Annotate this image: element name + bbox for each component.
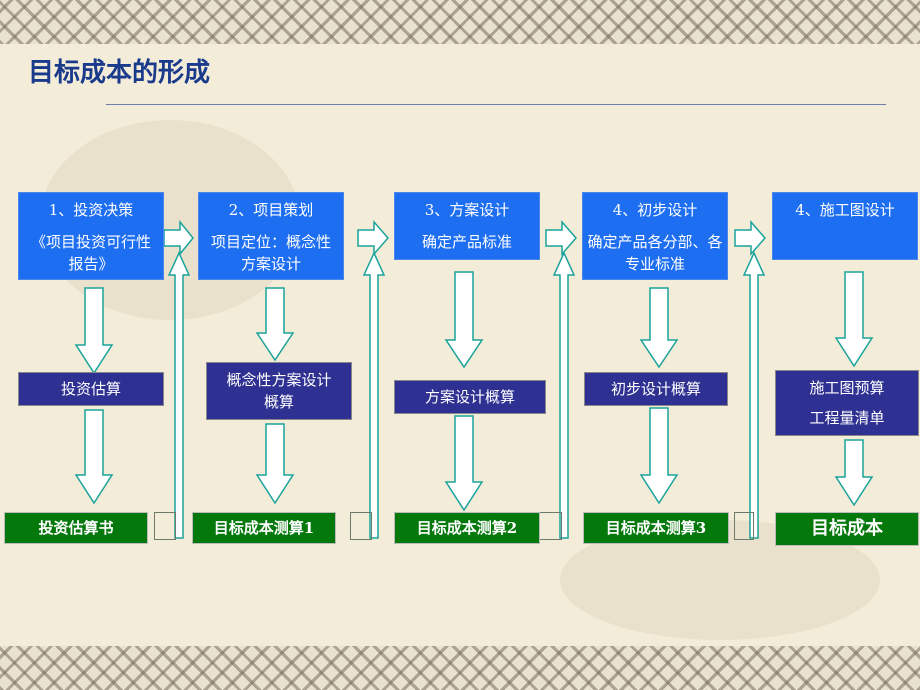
stage-description: 项目定位：概念性方案设计 <box>210 233 331 273</box>
slide-title: 目标成本的形成 <box>28 58 211 88</box>
stage-box-project-planning: 2、项目策划 项目定位：概念性方案设计 <box>198 192 344 280</box>
estimate-line: 投资估算 <box>60 380 121 398</box>
result-box-investment-report: 投资估算书 <box>4 512 148 544</box>
estimate-box-scheme: 方案设计概算 <box>394 380 546 414</box>
estimate-box-construction: 施工图预算 工程量清单 <box>775 370 919 436</box>
stage-description: 确定产品各分部、各专业标准 <box>587 233 723 273</box>
decorative-bottom-border <box>0 646 920 690</box>
result-label: 目标成本测算3 <box>605 519 707 537</box>
down-arrow <box>255 287 295 362</box>
right-arrow <box>163 219 194 257</box>
estimate-line: 概算 <box>263 393 294 411</box>
stage-step-label: 1、投资决策 <box>48 201 134 219</box>
stage-box-scheme-design: 3、方案设计 确定产品标准 <box>394 192 540 260</box>
result-box-target-cost-2: 目标成本测算2 <box>394 512 540 544</box>
result-box-target-cost-1: 目标成本测算1 <box>192 512 336 544</box>
title-underline <box>106 104 886 105</box>
estimate-line: 概念性方案设计 <box>226 371 332 389</box>
result-box-target-cost-3: 目标成本测算3 <box>583 512 729 544</box>
down-arrow <box>639 407 679 505</box>
down-arrow <box>639 287 679 369</box>
down-arrow <box>74 409 114 505</box>
result-label: 目标成本测算2 <box>416 519 518 537</box>
result-label: 投资估算书 <box>38 519 114 537</box>
estimate-box-investment: 投资估算 <box>18 372 164 406</box>
estimate-box-preliminary: 初步设计概算 <box>584 372 728 406</box>
result-label: 目标成本测算1 <box>213 519 315 537</box>
estimate-line: 施工图预算 <box>809 379 885 397</box>
connector-bracket <box>154 512 176 540</box>
connector-bracket <box>350 512 372 540</box>
up-arrow <box>167 251 191 539</box>
stage-step-label: 3、方案设计 <box>424 201 510 219</box>
estimate-line: 方案设计概算 <box>424 388 515 406</box>
right-arrow <box>545 220 577 256</box>
stage-box-preliminary-design: 4、初步设计 确定产品各分部、各专业标准 <box>582 192 728 280</box>
stage-description: 确定产品标准 <box>421 233 512 251</box>
stage-description: 《项目投资可行性报告》 <box>30 233 151 273</box>
stage-box-investment-decision: 1、投资决策 《项目投资可行性报告》 <box>18 192 164 280</box>
down-arrow <box>444 415 484 512</box>
down-arrow <box>74 287 114 375</box>
result-label: 目标成本 <box>811 518 883 539</box>
decorative-top-border <box>0 0 920 44</box>
estimate-box-concept: 概念性方案设计 概算 <box>206 362 352 420</box>
estimate-line: 工程量清单 <box>809 409 885 427</box>
down-arrow <box>834 439 874 507</box>
stage-step-label: 4、施工图设计 <box>795 201 895 219</box>
stage-step-label: 2、项目策划 <box>228 201 314 219</box>
down-arrow <box>444 271 484 369</box>
right-arrow <box>734 220 766 256</box>
up-arrow <box>362 251 386 539</box>
down-arrow <box>255 423 295 505</box>
stage-step-label: 4、初步设计 <box>612 201 698 219</box>
connector-bracket <box>538 512 562 540</box>
result-box-target-cost: 目标成本 <box>775 512 919 546</box>
right-arrow <box>357 220 389 256</box>
estimate-line: 初步设计概算 <box>610 380 701 398</box>
up-arrow <box>742 251 766 539</box>
stage-box-construction-drawing: 4、施工图设计 <box>772 192 918 260</box>
up-arrow <box>552 251 576 539</box>
connector-bracket <box>734 512 754 540</box>
down-arrow <box>834 271 874 368</box>
